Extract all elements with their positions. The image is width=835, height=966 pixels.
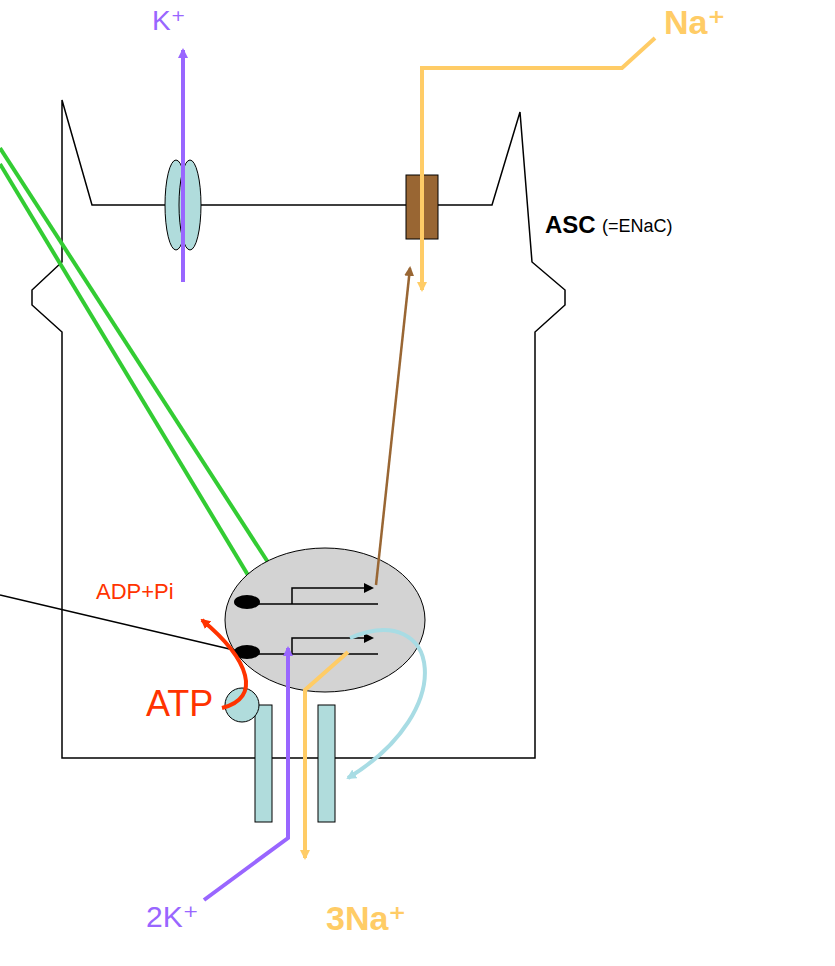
cell-outline: [32, 100, 565, 758]
ion-label: K⁺: [152, 6, 185, 37]
atp-label: ATP: [146, 684, 213, 724]
ion-label: 3Na⁺: [326, 900, 406, 937]
receptor-dot: [234, 595, 260, 609]
channel-name: ASC: [545, 212, 596, 238]
hormone-arrow: [0, 148, 284, 587]
ion-label: 2K⁺: [146, 900, 199, 933]
gene-line: [258, 653, 378, 655]
hormone-arrow: [0, 164, 286, 638]
na-pump-arrow: [305, 652, 348, 858]
expression-arrow: [348, 630, 425, 778]
gene-line: [258, 603, 378, 605]
product-label: ADP+Pi: [96, 580, 174, 604]
pump-subunit: [318, 705, 335, 822]
expression-arrow: [376, 268, 410, 585]
k-flux-arrow: [181, 50, 185, 282]
promoter-arrow: [292, 638, 372, 654]
na-flux-arrow: [422, 38, 655, 290]
promoter-arrow: [292, 588, 372, 604]
pump-subunit: [255, 705, 272, 822]
ion-label: Na⁺: [664, 4, 725, 41]
channel-alias: (=ENaC): [602, 217, 673, 237]
